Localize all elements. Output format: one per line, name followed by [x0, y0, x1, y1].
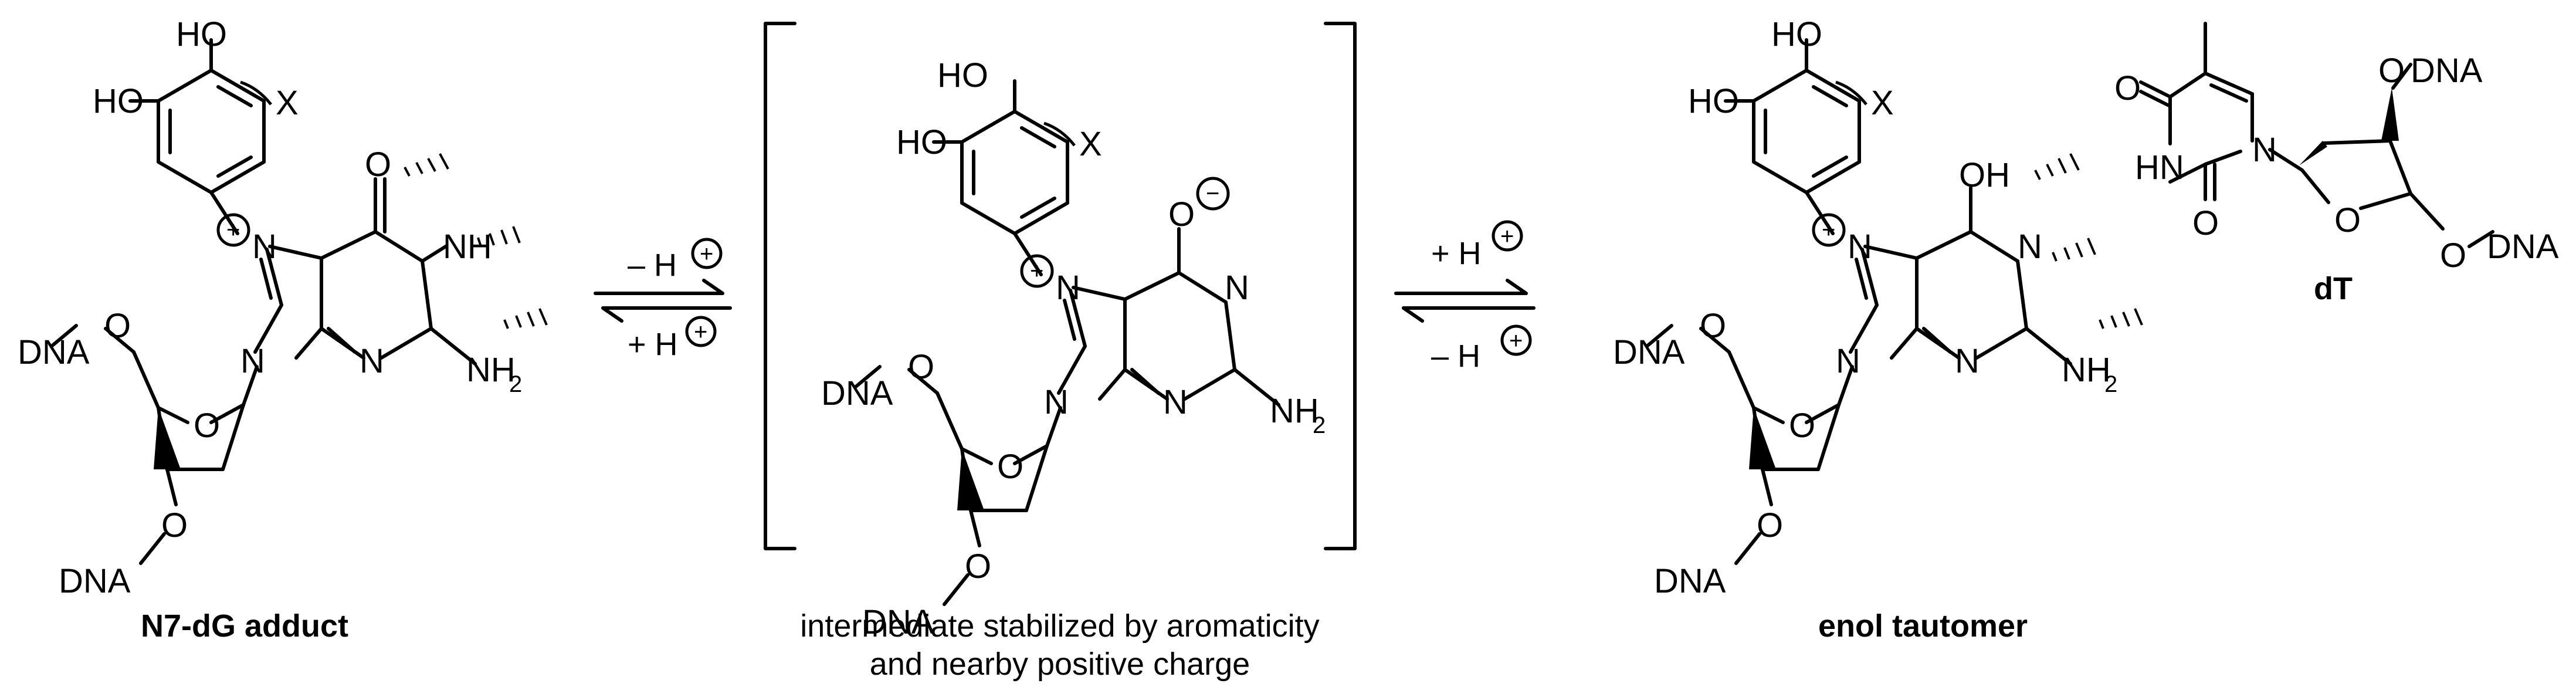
five-prime-oxygen-label: O [1700, 307, 1726, 345]
hbond-hash-nh [477, 226, 521, 247]
positive-charge-sign: + [226, 217, 240, 243]
amino-subscript: 2 [1313, 412, 1326, 438]
amino-subscript: 2 [2104, 371, 2117, 397]
dna-label: DNA [18, 333, 90, 371]
proton-charge-icon [1492, 220, 1523, 252]
arrow-2-top-label: + H [1431, 236, 1482, 271]
n3-label: N [360, 342, 384, 380]
sugar-oxygen-label: O [997, 448, 1023, 486]
n9-label: N [1836, 342, 1860, 380]
three-prime-oxygen-label: O [2378, 52, 2405, 90]
dna-label: DNA [2487, 228, 2559, 266]
proton-charge-icon [1500, 324, 1532, 356]
positive-charge-icon [1020, 254, 1054, 288]
arrow-1-bottom-label: + H [628, 327, 678, 362]
dna-label: DNA [862, 603, 934, 641]
n7-dg-adduct-structure: HO HO X O NH N + N N NH 2 O O DNA O DNA [18, 15, 548, 600]
n1-label: N [1225, 269, 1249, 307]
three-prime-oxygen-label: O [1757, 506, 1783, 544]
hbond-hash-n1 [2052, 238, 2096, 262]
five-prime-oxygen-label: O [104, 307, 131, 345]
phenoxide-oxygen-label: O [1168, 195, 1195, 234]
hydroxyl-label: HO [176, 15, 227, 53]
hydroxyl-label: HO [93, 82, 144, 120]
intermediate-structure: HO HO X O − N + N N N NH 2 O O DNA O DNA [764, 22, 1357, 641]
x-substituent-label: X [1871, 84, 1894, 122]
three-prime-oxygen-label: O [161, 506, 188, 544]
left-bracket [764, 22, 796, 550]
hbond-hash-nh2 [503, 308, 548, 329]
x-substituent-label: X [1079, 125, 1102, 163]
three-prime-oxygen-label: O [965, 547, 991, 586]
amino-label: NH [1270, 392, 1319, 430]
middle-caption-line-1: intermediate stabilized by aromaticity [800, 608, 1319, 644]
equilibrium-arrow-2: + H + – H + [1394, 220, 1536, 374]
amino-label: NH [2062, 351, 2111, 389]
proton-charge-sign: + [700, 241, 713, 267]
hydroxyl-label: HO [1688, 82, 1739, 120]
enol-oh-label: OH [1959, 156, 2010, 194]
n1-h-label: NH [443, 228, 492, 266]
dna-label: DNA [2411, 52, 2483, 90]
enol-tautomer-structure: HO HO X OH N + N N N NH 2 O O DNA O DNA [1613, 15, 2559, 600]
n7-label: N [1848, 228, 1872, 266]
hydroxyl-label: HO [937, 56, 988, 94]
amino-subscript: 2 [509, 371, 522, 397]
sugar-oxygen-label: O [2334, 201, 2361, 239]
n7-label: N [1056, 269, 1080, 307]
thymidine-structure: O HN N O O O DNA O DNA dT [2114, 22, 2559, 306]
hydroxyl-label: HO [1771, 15, 1822, 53]
sugar-oxygen-label: O [1789, 407, 1815, 445]
positive-charge-icon [1812, 213, 1846, 247]
proton-charge-sign: + [1500, 224, 1514, 249]
negative-charge-sign: − [1206, 181, 1219, 207]
proton-charge-icon [691, 238, 723, 269]
left-caption: N7-dG adduct [141, 608, 348, 644]
positive-charge-sign: + [1030, 258, 1043, 284]
arrow-2-bottom-label: – H [1431, 339, 1480, 374]
dna-label: DNA [59, 562, 131, 600]
dt-label: dT [2314, 271, 2353, 306]
x-substituent-label: X [276, 84, 299, 122]
n9-label: N [240, 342, 265, 380]
n1-label: N [2018, 228, 2042, 266]
hbond-hash-nh2 [2099, 308, 2143, 329]
hydroxyl-label: HO [896, 123, 947, 161]
positive-charge-sign: + [1822, 217, 1835, 243]
arrow-1-top-label: – H [628, 248, 677, 283]
middle-caption-line-2: and nearby positive charge [870, 647, 1250, 682]
dna-label: DNA [1654, 562, 1726, 600]
hbond-hash-o [404, 153, 449, 177]
amino-label: NH [466, 351, 516, 389]
negative-charge-icon [1196, 177, 1230, 211]
n3-h-label: HN [2135, 148, 2184, 187]
dna-label: DNA [821, 374, 893, 412]
n3-label: N [1163, 383, 1188, 421]
n1-label: N [2252, 131, 2277, 169]
hbond-hash-oh [2034, 153, 2080, 180]
right-caption: enol tautomer [1818, 608, 2028, 644]
n7-label: N [252, 228, 277, 266]
proton-charge-sign: + [694, 319, 707, 345]
proton-charge-icon [685, 316, 717, 347]
five-prime-oxygen-label: O [908, 348, 934, 386]
right-bracket [1324, 22, 1357, 550]
equilibrium-arrow-1: – H + + H + [594, 238, 732, 362]
c2-oxygen-label: O [2192, 204, 2219, 242]
n3-label: N [1955, 342, 1980, 380]
n9-label: N [1044, 383, 1069, 421]
c4-oxygen-label: O [2114, 69, 2141, 107]
five-prime-oxygen-label: O [2440, 236, 2466, 275]
carbonyl-oxygen-label: O [365, 146, 391, 184]
proton-charge-sign: + [1509, 328, 1523, 354]
dna-label: DNA [1613, 333, 1685, 371]
positive-charge-icon [216, 213, 250, 247]
sugar-oxygen-label: O [194, 407, 220, 445]
